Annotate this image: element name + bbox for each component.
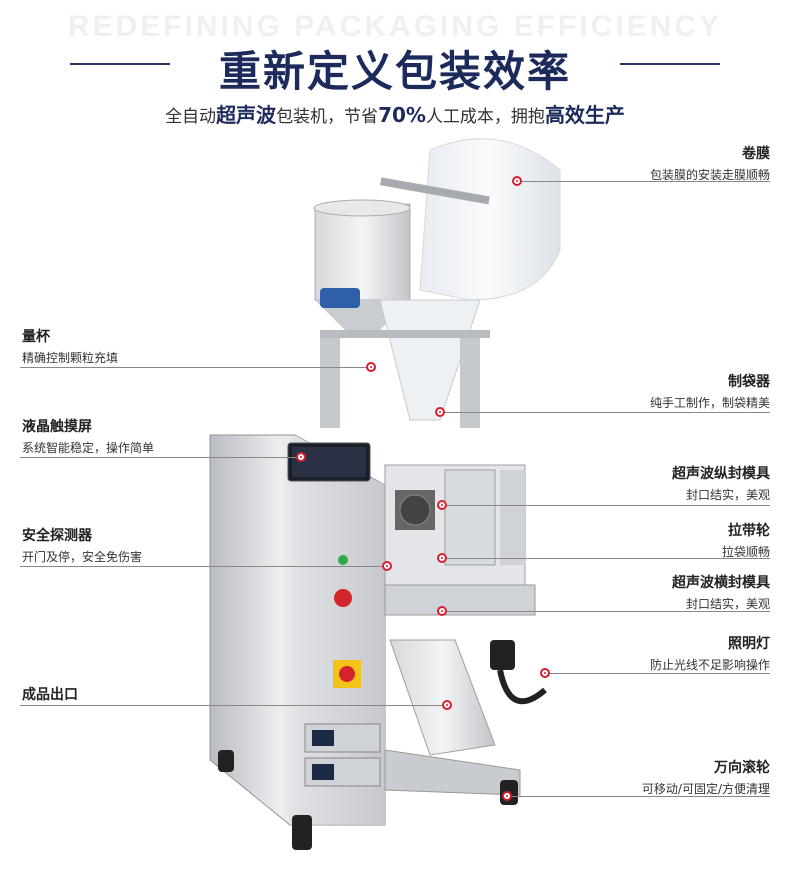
marker-dot-safety [382, 561, 392, 571]
callout-line-safety [20, 566, 387, 567]
marker-dot-pull-wheel [437, 553, 447, 563]
callout-vertical-seal-desc: 封口结实，美观 [685, 488, 770, 502]
callout-line-outlet [20, 705, 447, 706]
callout-wheels: 万向滚轮 可移动/可固定/方便清理 [642, 757, 770, 797]
callout-film: 卷膜 包装膜的安装走膜顺畅 [650, 143, 770, 183]
marker-dot-film [512, 176, 522, 186]
subtitle: 全自动超声波包装机，节省70%人工成本，拥抱高效生产 [0, 99, 790, 128]
film-roll [419, 138, 561, 301]
motor [320, 288, 360, 308]
marker-dot-vertical-seal [437, 500, 447, 510]
callout-line-cup [20, 367, 370, 368]
page-title: 重新定义包装效率 [218, 47, 571, 96]
callout-safety: 安全探测器 开门及停，安全免伤害 [22, 525, 142, 565]
callout-vertical-seal-title: 超声波纵封模具 [672, 466, 770, 482]
marker-dot-wheels [502, 791, 512, 801]
marker-dot-bag-maker [435, 407, 445, 417]
callout-line-vertical-seal [442, 505, 770, 506]
callout-horizontal-seal-title: 超声波横封模具 [672, 575, 770, 591]
callout-screen-title: 液晶触摸屏 [22, 419, 92, 435]
marker-dot-screen [296, 452, 306, 462]
callout-line-film [517, 181, 770, 182]
title-divider-right [620, 63, 720, 65]
subtitle-part-3: 人工成本，拥抱 [425, 107, 545, 127]
callout-bag-maker-desc: 纯手工制作，制袋精美 [649, 396, 770, 410]
subtitle-part-2: 包装机，节省 [276, 107, 379, 127]
callout-horizontal-seal-desc: 封口结实，美观 [685, 597, 770, 611]
subtitle-highlight-efficiency: 高效生产 [544, 103, 625, 127]
marker-dot-outlet [442, 700, 452, 710]
callout-film-desc: 包装膜的安装走膜顺畅 [649, 168, 770, 182]
callout-line-wheels [507, 796, 770, 797]
callout-safety-title: 安全探测器 [22, 528, 92, 544]
callout-screen-desc: 系统智能稳定，操作简单 [22, 441, 155, 455]
title-divider-left [70, 63, 170, 65]
callout-cup: 量杯 精确控制颗粒充填 [22, 326, 118, 366]
subtitle-highlight-ultrasonic: 超声波 [216, 103, 277, 127]
subtitle-highlight-percent: 70% [378, 103, 426, 127]
callout-pull-wheel-desc: 拉袋顺畅 [721, 545, 770, 559]
callout-light: 照明灯 防止光线不足影响操作 [650, 633, 770, 673]
callout-wheels-title: 万向滚轮 [714, 760, 770, 776]
subtitle-part-1: 全自动 [165, 107, 217, 127]
callout-film-title: 卷膜 [742, 146, 770, 162]
callout-line-bag-maker [440, 412, 770, 413]
callout-bag-maker-title: 制袋器 [728, 374, 770, 390]
callout-horizontal-seal: 超声波横封模具 封口结实，美观 [672, 572, 770, 612]
callout-safety-desc: 开门及停，安全免伤害 [22, 550, 143, 564]
marker-dot-light [540, 668, 550, 678]
callout-bag-maker: 制袋器 纯手工制作，制袋精美 [650, 371, 770, 411]
callout-line-light [545, 673, 770, 674]
background-watermark: REDEFINING PACKAGING EFFICIENCY [67, 10, 723, 43]
callout-light-title: 照明灯 [728, 636, 770, 652]
callout-vertical-seal: 超声波纵封模具 封口结实，美观 [672, 463, 770, 503]
callout-pull-wheel-title: 拉带轮 [728, 523, 770, 539]
marker-dot-cup [366, 362, 376, 372]
callout-cup-title: 量杯 [22, 329, 50, 345]
callout-line-pull-wheel [442, 558, 770, 559]
callout-cup-desc: 精确控制颗粒充填 [22, 351, 119, 365]
marker-dot-horizontal-seal [437, 606, 447, 616]
callout-wheels-desc: 可移动/可固定/方便清理 [641, 782, 770, 796]
callout-line-horizontal-seal [442, 611, 770, 612]
callout-pull-wheel: 拉带轮 拉袋顺畅 [722, 520, 770, 560]
callout-line-screen [20, 457, 300, 458]
callout-screen: 液晶触摸屏 系统智能稳定，操作简单 [22, 416, 154, 456]
callout-outlet: 成品出口 [22, 684, 78, 704]
callout-outlet-title: 成品出口 [22, 687, 78, 703]
callout-light-desc: 防止光线不足影响操作 [649, 658, 770, 672]
